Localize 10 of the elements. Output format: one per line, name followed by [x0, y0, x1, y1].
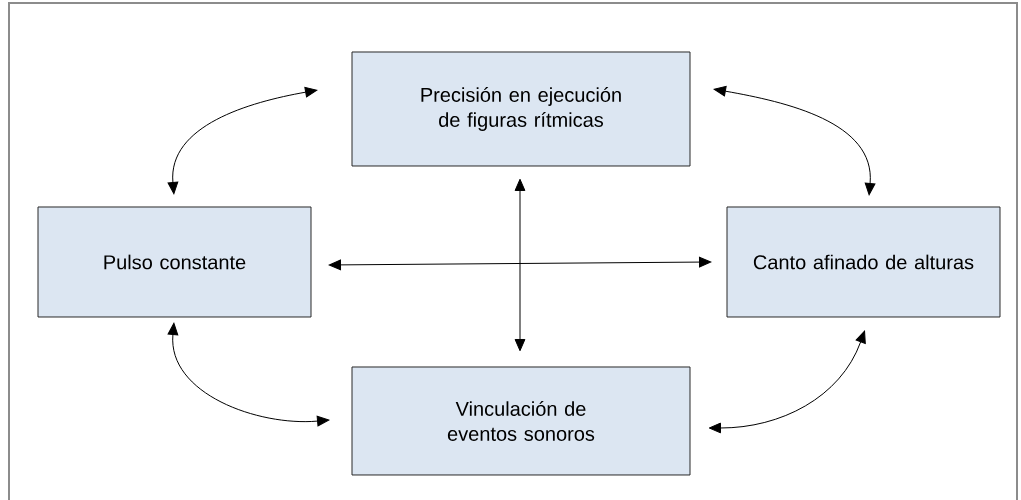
arrow [167, 86, 318, 195]
process-box: Vinculación de eventos sonoros [351, 366, 691, 476]
process-box: Pulso constante [37, 206, 312, 318]
process-box: Canto afinado de alturas [726, 206, 1001, 318]
arrow [713, 85, 876, 196]
arrow [514, 178, 526, 352]
arrow [708, 330, 866, 434]
arrow [167, 322, 330, 427]
process-box: Precisión en ejecución de figuras rítmicas [351, 51, 691, 167]
arrow [328, 256, 712, 271]
